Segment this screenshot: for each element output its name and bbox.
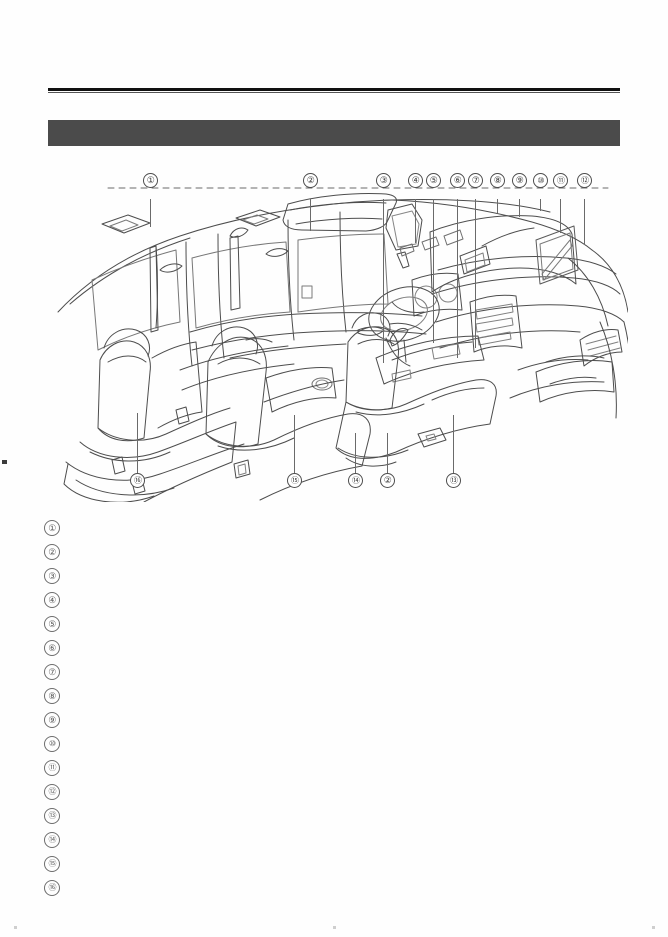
legend-item-number: ⑥ (44, 640, 60, 656)
legend-item: ⑬ (44, 806, 620, 830)
legend-item: ⑥ (44, 638, 620, 662)
legend-item-number: ⑦ (44, 664, 60, 680)
callout-leader-line (150, 199, 151, 227)
illustration-callout-4: ④ (408, 173, 423, 188)
legend-item-number: ③ (44, 568, 60, 584)
section-heading-bar (48, 120, 620, 146)
legend-item-number: ⑧ (44, 688, 60, 704)
callout-leader-line (415, 199, 416, 243)
illustration-callout-10: ⑩ (533, 173, 548, 188)
illustration-callout-8: ⑧ (490, 173, 505, 188)
footer-mark-right (652, 926, 655, 929)
legend-item: ⑦ (44, 662, 620, 686)
illustration-callout-7: ⑦ (468, 173, 483, 188)
footer-mark-center (333, 926, 336, 929)
legend-item: ⑭ (44, 830, 620, 854)
legend-item: ② (44, 542, 620, 566)
callout-leader-line (475, 199, 476, 348)
legend-item-number: ④ (44, 592, 60, 608)
legend-item-number: ① (44, 520, 60, 536)
callout-leader-line (310, 199, 311, 231)
illustration-callout-1: ① (143, 173, 158, 188)
legend-item: ⑤ (44, 614, 620, 638)
legend-item-number: ⑮ (44, 856, 60, 872)
callout-leader-line (519, 199, 520, 217)
legend-item: ⑩ (44, 734, 620, 758)
legend-item-number: ⑯ (44, 880, 60, 896)
illustration-callout-12: ⑫ (577, 173, 592, 188)
callout-leader-line (497, 199, 498, 213)
callout-leader-line (433, 199, 434, 343)
illustration-callout-16: ⑯ (130, 473, 145, 488)
legend-list: ① ② ③ ④ ⑤ ⑥ ⑦ ⑧ ⑨ ⑩ ⑪ ⑫ ⑬ ⑭ ⑮ ⑯ (44, 518, 620, 902)
callout-leader-line (457, 199, 458, 358)
illustration-callout-9: ⑨ (512, 173, 527, 188)
margin-tick (2, 460, 7, 464)
callout-leader-line (355, 433, 356, 473)
page-top-rule-hairline (48, 92, 620, 93)
legend-item: ⑧ (44, 686, 620, 710)
legend-item-number: ⑨ (44, 712, 60, 728)
illustration-callout-6: ⑥ (450, 173, 465, 188)
illustration-callout-14: ⑭ (348, 473, 363, 488)
legend-item: ③ (44, 566, 620, 590)
legend-item-number: ⑪ (44, 760, 60, 776)
legend-item: ⑨ (44, 710, 620, 734)
illustration-callout-3: ③ (376, 173, 391, 188)
callout-leader-line (540, 199, 541, 211)
footer-mark-left (14, 926, 17, 929)
legend-item-number: ⑭ (44, 832, 60, 848)
illustration-callout-15: ⑮ (287, 473, 302, 488)
legend-item: ④ (44, 590, 620, 614)
callout-leader-line (584, 199, 585, 245)
legend-item-number: ⑤ (44, 616, 60, 632)
legend-item-number: ⑬ (44, 808, 60, 824)
callout-leader-line (383, 199, 384, 363)
callout-leader-line (387, 433, 388, 473)
legend-item: ⑯ (44, 878, 620, 902)
page-top-rule (48, 88, 620, 91)
legend-item: ⑪ (44, 758, 620, 782)
illustration-callout-17: ② (380, 473, 395, 488)
illustration-callout-13: ⑬ (446, 473, 461, 488)
callout-leader-line (560, 199, 561, 233)
illustration-callout-2: ② (303, 173, 318, 188)
legend-item: ⑮ (44, 854, 620, 878)
callout-leader-line (453, 415, 454, 473)
legend-item-number: ⑩ (44, 736, 60, 752)
illustration-callout-5: ⑤ (426, 173, 441, 188)
illustration-callout-11: ⑪ (553, 173, 568, 188)
legend-item-number: ⑫ (44, 784, 60, 800)
callout-leader-line (294, 415, 295, 473)
legend-item-number: ② (44, 544, 60, 560)
legend-item: ⑫ (44, 782, 620, 806)
legend-item: ① (44, 518, 620, 542)
callout-leader-line (137, 413, 138, 473)
